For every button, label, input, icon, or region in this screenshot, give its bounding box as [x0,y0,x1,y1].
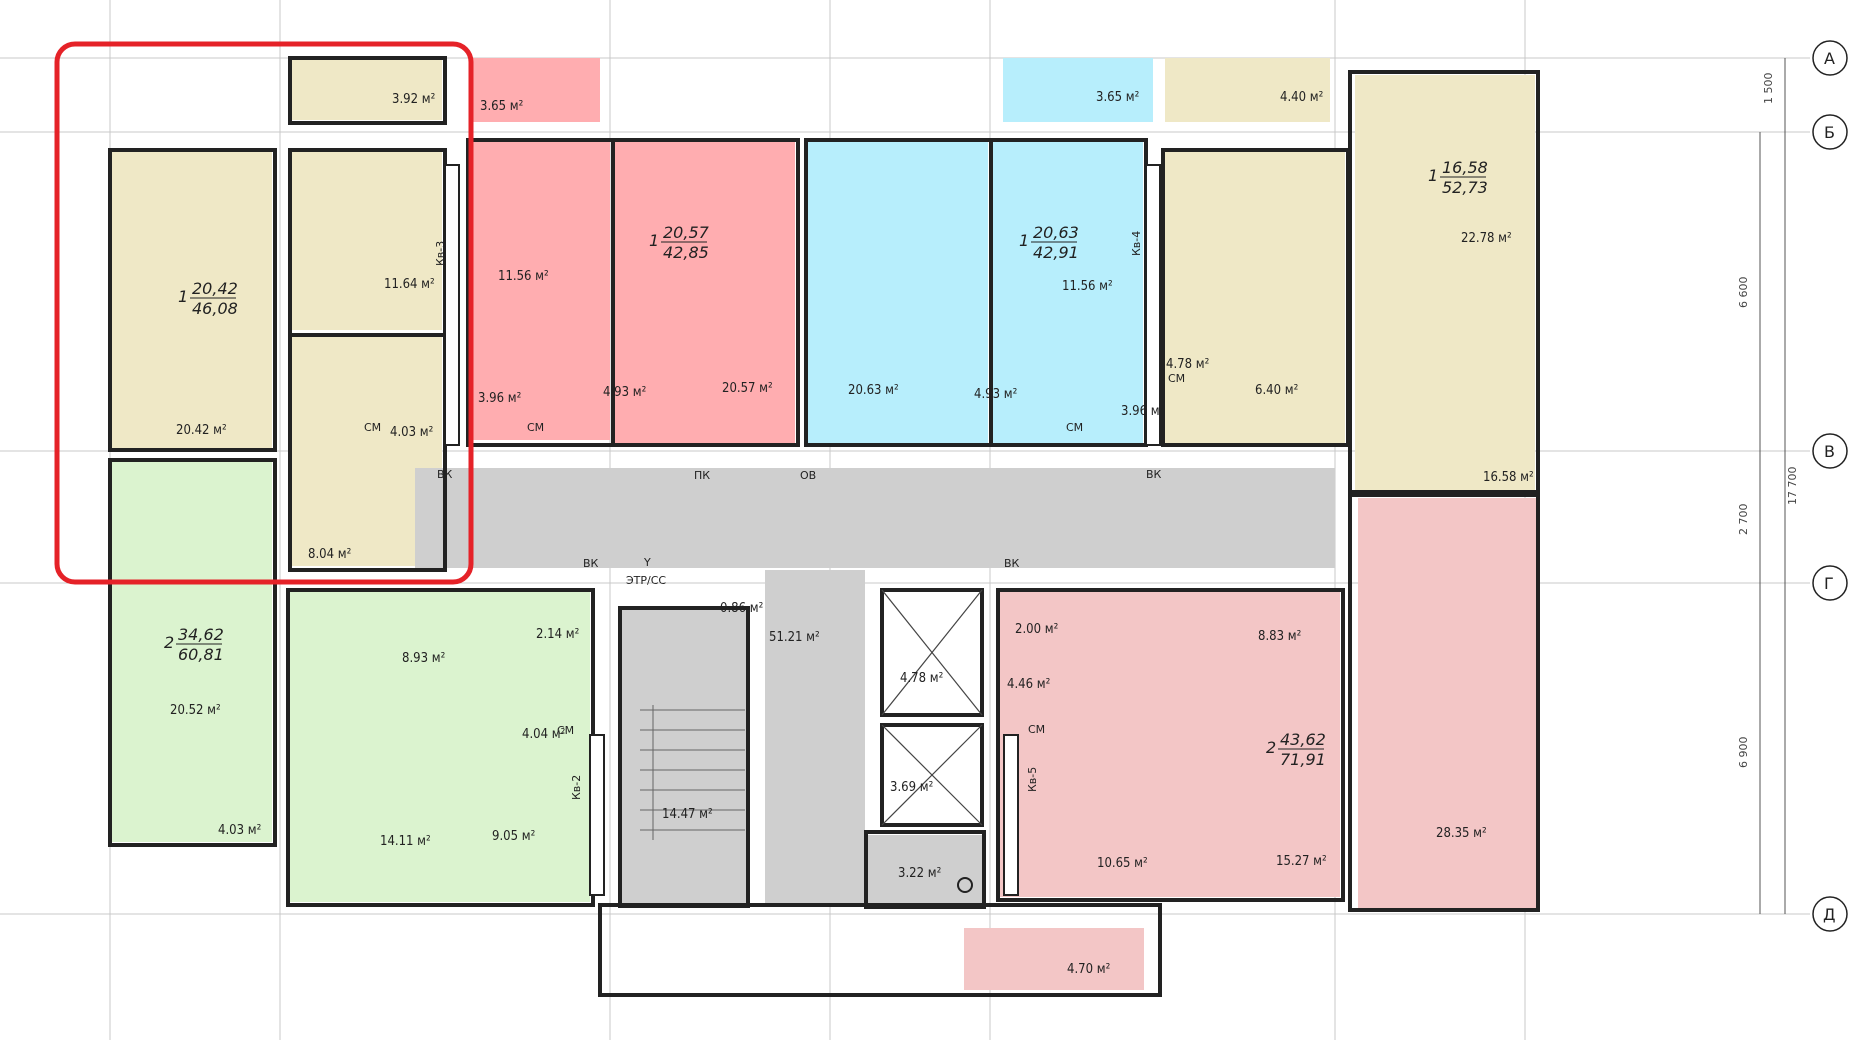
selection-highlight[interactable] [54,41,474,585]
elevator-cross [881,589,983,826]
axis-markers: А Б В Г Д [1812,40,1848,932]
area-label: 3.96 м² [478,391,521,406]
area-label: 3.65 м² [480,99,523,114]
cm-tag: СМ [1028,723,1045,736]
apt5-rooms: 2 [164,633,174,652]
kv4-tag: Кв-4 [1130,231,1143,256]
area-label: 4.03 м² [218,823,261,838]
area-label: 4.40 м² [1280,90,1323,105]
walls [108,56,1540,997]
area-label: 51.21 м² [769,630,820,645]
area-label: 20.57 м² [722,381,773,396]
room-fills [112,58,1538,990]
vk-tag: ВК [437,468,453,481]
cm-tag: СМ [1168,372,1185,385]
apt6-rooms: 2 [1266,738,1276,757]
area-label: 3.65 м² [1096,90,1139,105]
area-label: 8.93 м² [402,651,445,666]
vent-shafts [444,164,1161,896]
area-label: 4.78 м² [1166,357,1209,372]
area-label: 2.14 м² [536,627,579,642]
area-label: 3.69 м² [890,780,933,795]
kv3-tag: Кв-3 [434,241,447,266]
area-label: 6.40 м² [1255,383,1298,398]
dim-label: 1 500 [1762,73,1775,105]
area-label: 15.27 м² [1276,854,1327,869]
apt4-living: 16,58 [1442,158,1488,177]
area-labels: 3.92 м² 3.65 м² 3.65 м² 4.40 м² 11.64 м²… [170,90,1534,977]
kv2-tag: Кв-2 [570,775,583,800]
area-label: 2.00 м² [1015,622,1058,637]
apt4-total: 52,73 [1442,178,1488,197]
etr-tag: ЭТР/СС [626,574,666,587]
cm-tag: СМ [527,421,544,434]
area-label: 14.47 м² [662,807,713,822]
vk-tag: ВК [1004,557,1020,570]
apt1-total: 46,08 [192,299,238,318]
axis-v: В [1824,442,1835,461]
apartment-labels: 1 20,42 46,08 1 20,57 42,85 1 20,63 42,9… [164,158,1488,769]
apt4-rooms: 1 [1428,166,1438,185]
kv5-tag: Кв-5 [1026,767,1039,792]
y-tag: Y [643,556,651,569]
apt1-rooms: 1 [178,287,188,306]
area-label: 8.83 м² [1258,629,1301,644]
area-label: 3.22 м² [898,866,941,881]
vk-tag: ВК [1146,468,1162,481]
area-label: 16.58 м² [1483,470,1534,485]
apt5-total: 60,81 [178,645,224,664]
apt3-total: 42,91 [1033,243,1079,262]
axis-g: Г [1824,574,1834,593]
area-label: 22.78 м² [1461,231,1512,246]
dim-label: 6 900 [1737,737,1750,769]
stair-treads [640,705,745,840]
area-label: 28.35 м² [1436,826,1487,841]
apt2-living: 20,57 [663,223,710,242]
area-label: 20.63 м² [848,383,899,398]
apt3-rooms: 1 [1019,231,1029,250]
apt6-living: 43,62 [1280,730,1326,749]
axis-b: Б [1824,123,1835,142]
vk-tag: ВК [583,557,599,570]
area-label: 20.52 м² [170,703,221,718]
apt5-living: 34,62 [178,625,224,644]
area-label: 4.70 м² [1067,962,1110,977]
area-label: 11.64 м² [384,277,435,292]
area-label: 4.93 м² [974,387,1017,402]
area-label: 11.56 м² [498,269,549,284]
dim-label: 6 600 [1737,277,1750,309]
area-label: 9.05 м² [492,829,535,844]
area-label: 10.65 м² [1097,856,1148,871]
area-label: 3.92 м² [392,92,435,107]
area-label: 4.46 м² [1007,677,1050,692]
dim-label: 2 700 [1737,504,1750,536]
ov-tag: ОВ [800,469,816,482]
apt3-living: 20,63 [1033,223,1079,242]
axis-a: А [1824,49,1835,68]
area-label: 4.03 м² [390,425,433,440]
apt6-total: 71,91 [1280,750,1326,769]
area-label: 4.78 м² [900,671,943,686]
service-tags: Кв-3 Кв-4 Кв-2 Кв-5 ВК ВК ВК ВК ПК ОВ ЭТ… [364,231,1185,800]
dimension-labels: 1 500 6 600 2 700 17 700 6 900 [1737,58,1799,914]
area-label: 4.93 м² [603,385,646,400]
apt1-living: 20,42 [192,279,238,298]
area-label: 8.04 м² [308,547,351,562]
cm-tag: СМ [557,724,574,737]
area-label: 3.96 м² [1121,404,1164,419]
apt2-total: 42,85 [663,243,709,262]
cm-tag: СМ [364,421,381,434]
axis-d: Д [1823,905,1836,924]
apt2-rooms: 1 [649,231,659,250]
area-label: 4.04 м² [522,727,565,742]
area-label: 0.86 м² [720,601,763,616]
drain-circle [957,877,973,893]
pk-tag: ПК [694,469,710,482]
area-label: 20.42 м² [176,423,227,438]
dim-label: 17 700 [1786,467,1799,506]
cm-tag: СМ [1066,421,1083,434]
area-label: 14.11 м² [380,834,431,849]
area-label: 11.56 м² [1062,279,1113,294]
